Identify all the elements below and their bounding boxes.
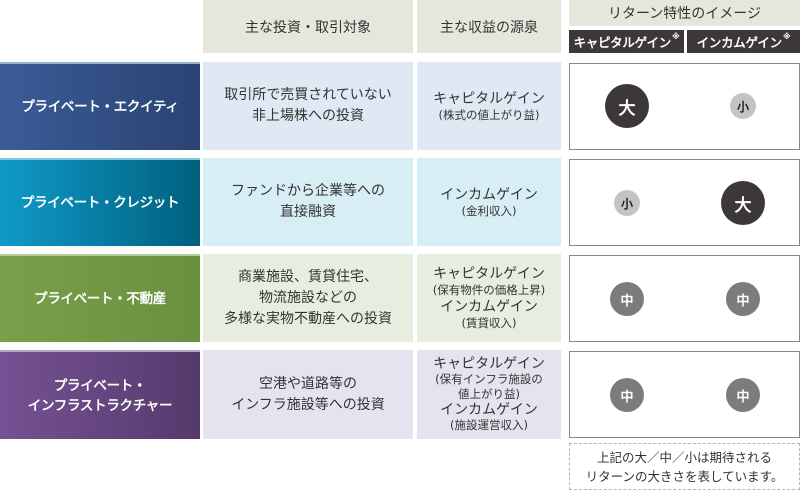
asset-class-label: プライベート・クレジット	[20, 195, 180, 211]
badge-label: 中	[736, 293, 750, 309]
header-targets: 主な投資・取引対象	[203, 0, 413, 53]
capital-gain-medium-badge: 中	[610, 282, 644, 316]
row-private-infrastructure-name: プライベート・ インフラストラクチャー	[0, 350, 200, 439]
source-main: インカムゲイン	[440, 186, 538, 203]
income-gain-label: インカムゲイン	[696, 35, 782, 50]
header-return-image-label: リターン特性のイメージ	[607, 6, 762, 22]
source-note: (金利収入)	[461, 203, 517, 218]
source-note: (施設運営収入)	[450, 418, 528, 432]
target-line: 取引所で売買されていない	[224, 87, 392, 103]
legend-footnote: 上記の大／中／小は期待される リターンの大きさを表しています。	[569, 443, 800, 490]
income-gain-small-badge: 小	[730, 93, 756, 119]
badge-label: 中	[620, 389, 634, 405]
source-note: 値上がり益)	[458, 387, 520, 401]
row-private-infrastructure-target: 空港や道路等の インフラ施設等への投資	[203, 350, 413, 439]
row-private-equity-name: プライベート・エクイティ	[0, 62, 200, 150]
asterisk-mark: ※	[782, 32, 791, 41]
asset-class-label: プライベート・不動産	[34, 291, 166, 307]
capital-gain-large-badge: 大	[605, 84, 649, 128]
row-private-real-estate-name: プライベート・不動産	[0, 254, 200, 342]
row-private-credit-name: プライベート・クレジット	[0, 158, 200, 246]
badge-label: 中	[620, 293, 634, 309]
header-income-gain: インカムゲイン※	[687, 30, 800, 53]
asset-class-label: プライベート・	[53, 377, 147, 394]
target-line: ファンドから企業等への	[231, 183, 385, 199]
header-targets-label: 主な投資・取引対象	[245, 19, 371, 36]
source-main: インカムゲイン	[440, 402, 538, 418]
header-return-image: リターン特性のイメージ	[569, 0, 800, 26]
row-private-real-estate-returns: 中 中	[569, 255, 800, 342]
row-private-credit-source: インカムゲイン (金利収入)	[417, 158, 561, 246]
row-private-real-estate-source: キャピタルゲイン (保有物件の価格上昇) インカムゲイン (賃貸収入)	[417, 254, 561, 342]
row-private-equity-returns: 大 小	[569, 63, 800, 150]
row-private-real-estate-target: 商業施設、賃貸住宅、 物流施設などの 多様な実物不動産への投資	[203, 254, 413, 342]
row-private-infrastructure-returns: 中 中	[569, 351, 800, 438]
capital-gain-medium-badge: 中	[610, 378, 644, 412]
row-private-infrastructure-source: キャピタルゲイン (保有インフラ施設の 値上がり益) インカムゲイン (施設運営…	[417, 350, 561, 439]
badge-label: 中	[736, 389, 750, 405]
row-private-equity-target: 取引所で売買されていない 非上場株への投資	[203, 62, 413, 150]
target-line: 非上場株への投資	[252, 108, 364, 124]
header-capital-gain: キャピタルゲイン※	[569, 30, 684, 53]
target-line: 直接融資	[280, 204, 336, 220]
header-sources-label: 主な収益の源泉	[440, 19, 538, 36]
badge-label: 大	[618, 98, 636, 119]
target-line: 商業施設、賃貸住宅、	[238, 268, 378, 285]
row-private-equity-source: キャピタルゲイン (株式の値上がり益)	[417, 62, 561, 150]
source-note: (賃貸収入)	[461, 316, 517, 330]
source-main: キャピタルゲイン	[433, 356, 545, 372]
source-main: キャピタルゲイン	[433, 266, 545, 282]
target-line: 物流施設などの	[259, 289, 357, 306]
income-gain-large-badge: 大	[721, 181, 765, 225]
capital-gain-label: キャピタルゲイン	[573, 35, 672, 50]
source-main: インカムゲイン	[440, 299, 538, 315]
badge-label: 小	[736, 99, 749, 114]
row-private-credit-returns: 小 大	[569, 159, 800, 246]
header-sources: 主な収益の源泉	[417, 0, 561, 53]
asset-class-label: プライベート・エクイティ	[21, 99, 179, 115]
income-gain-medium-badge: 中	[726, 378, 760, 412]
target-line: インフラ施設等への投資	[231, 396, 385, 413]
source-note: (保有物件の価格上昇)	[432, 283, 546, 297]
footnote-line: 上記の大／中／小は期待される	[596, 449, 772, 465]
row-private-credit-target: ファンドから企業等への 直接融資	[203, 158, 413, 246]
asterisk-mark: ※	[671, 32, 680, 41]
source-main: キャピタルゲイン	[433, 90, 545, 107]
target-line: 多様な実物不動産への投資	[224, 310, 392, 327]
income-gain-medium-badge: 中	[726, 282, 760, 316]
footnote-line: リターンの大きさを表しています。	[585, 468, 784, 484]
capital-gain-small-badge: 小	[614, 190, 640, 216]
source-note: (株式の値上がり益)	[438, 107, 540, 122]
asset-class-label: インフラストラクチャー	[27, 397, 173, 414]
badge-label: 大	[734, 195, 752, 216]
target-line: 空港や道路等の	[259, 375, 357, 392]
badge-label: 小	[620, 196, 633, 211]
source-note: (保有インフラ施設の	[435, 372, 543, 386]
